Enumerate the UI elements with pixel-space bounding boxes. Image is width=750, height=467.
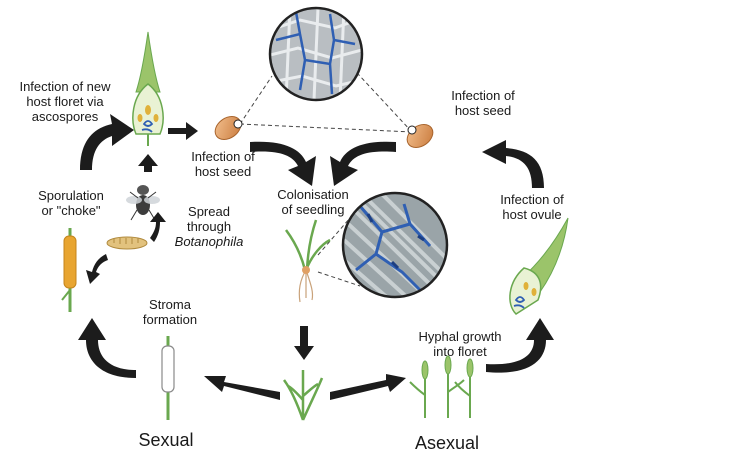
- label-botanophila: Botanophila: [174, 234, 244, 249]
- label-spread: Spread through Botanophila: [164, 204, 254, 249]
- host-seed-right-icon: [406, 124, 434, 148]
- label-hyphal-growth: Hyphal growth into floret: [418, 329, 502, 359]
- micrograph-top-hyphae: [268, 6, 364, 102]
- zoom-lines-top: [239, 73, 413, 133]
- label-sexual: Sexual: [138, 430, 194, 450]
- infected-floret-icon: [132, 31, 164, 146]
- grass-plant-icon: [282, 370, 324, 421]
- stroma-stem-icon: [161, 336, 175, 420]
- host-seed-left-icon: [214, 116, 243, 140]
- botanophila-larva-icon: [106, 236, 148, 250]
- label-colonisation: Colonisation of seedling: [277, 187, 349, 217]
- micrograph-seedling-hyphae: [341, 191, 449, 299]
- choke-stem-icon: [61, 228, 77, 312]
- label-asexual: Asexual: [414, 433, 480, 453]
- label-infection-seed-left: Infection of host seed: [191, 149, 255, 179]
- botanophila-fly-icon: [126, 185, 160, 221]
- label-stroma: Stroma formation: [142, 297, 198, 327]
- label-sporulation: Sporulation or "choke": [38, 188, 104, 218]
- label-infection-new-floret: Infection of new host floret via ascospo…: [19, 79, 111, 124]
- infected-ovule-floret-icon: [509, 217, 569, 315]
- seedling-icon: [284, 219, 331, 303]
- label-infection-seed-right: Infection of host seed: [451, 88, 515, 118]
- label-infection-ovule: Infection of host ovule: [500, 192, 564, 222]
- cycle-arrows: [78, 114, 554, 400]
- zoom-lines-mid: [317, 217, 361, 287]
- flowering-grasses-icon: [409, 355, 474, 418]
